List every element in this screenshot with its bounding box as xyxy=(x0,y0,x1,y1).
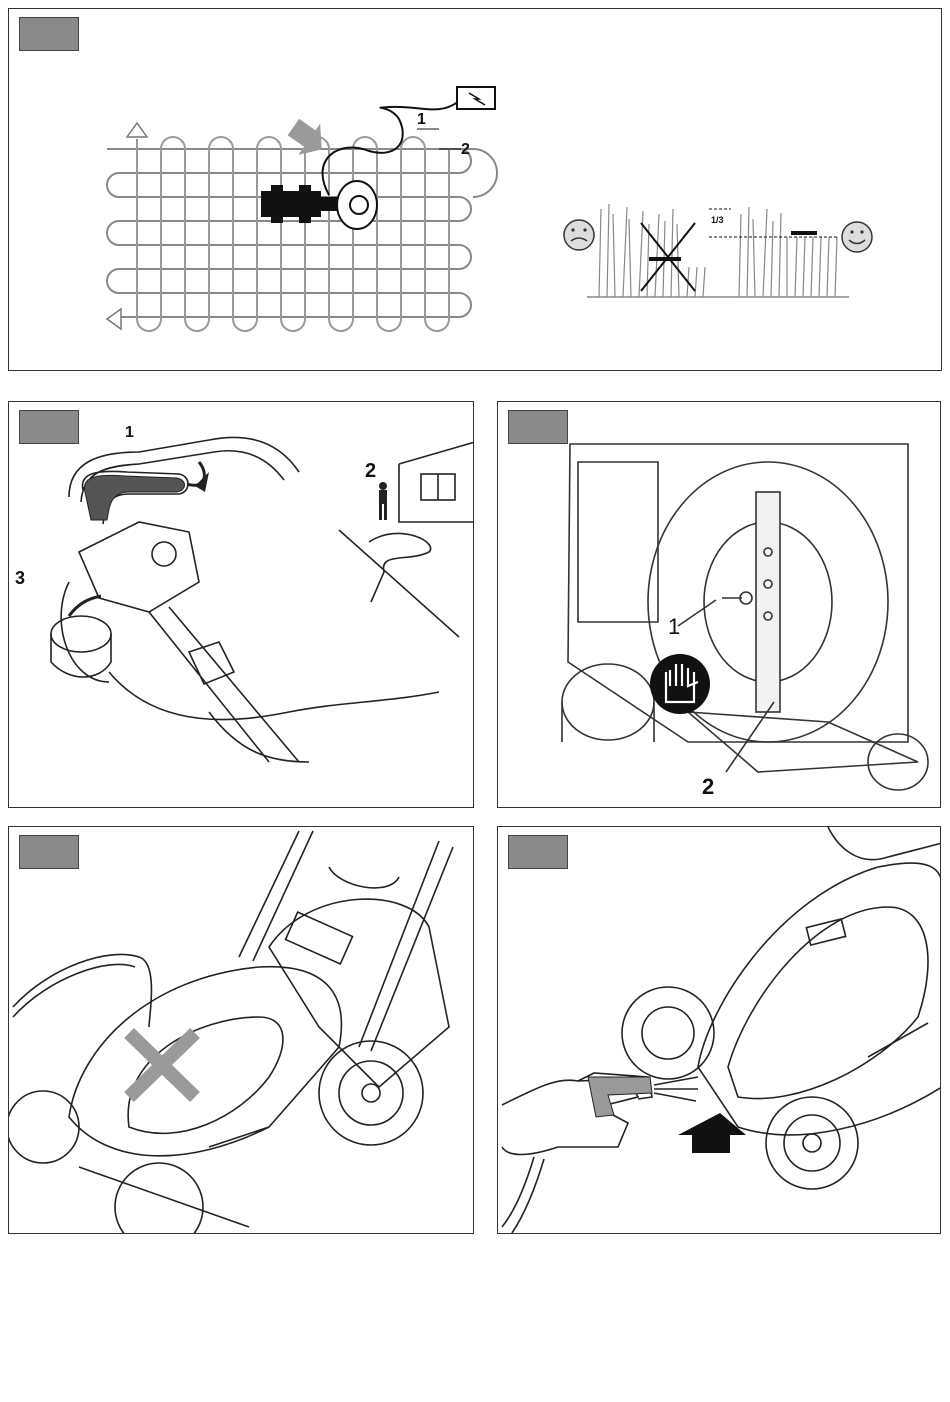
panel-blade-removal: 1 2 xyxy=(497,401,941,808)
air-cleaning-illustration xyxy=(498,827,941,1234)
blade-removal-illustration xyxy=(498,402,941,808)
start-switch-illustration xyxy=(9,402,474,808)
no-water-illustration xyxy=(9,827,474,1234)
panel-no-water xyxy=(8,826,474,1234)
unhappy-face-icon xyxy=(564,220,594,250)
callout-2: 2 xyxy=(461,141,470,159)
callout-2: 2 xyxy=(365,460,376,483)
panel-air-cleaning xyxy=(497,826,941,1234)
callout-2: 2 xyxy=(702,774,714,800)
callout-1: 1 xyxy=(668,614,680,640)
panel-mowing-pattern: 1 2 1/3 xyxy=(8,8,942,371)
up-arrow-icon xyxy=(678,1113,746,1153)
happy-face-icon xyxy=(842,222,872,252)
wear-gloves-icon xyxy=(650,654,710,714)
callout-3: 3 xyxy=(15,568,25,589)
callout-1: 1 xyxy=(125,424,134,442)
one-third-label: 1/3 xyxy=(711,215,724,225)
callout-1: 1 xyxy=(417,111,426,129)
mowing-pattern-illustration xyxy=(9,9,942,371)
panel-start-switch: 1 2 3 xyxy=(8,401,474,808)
